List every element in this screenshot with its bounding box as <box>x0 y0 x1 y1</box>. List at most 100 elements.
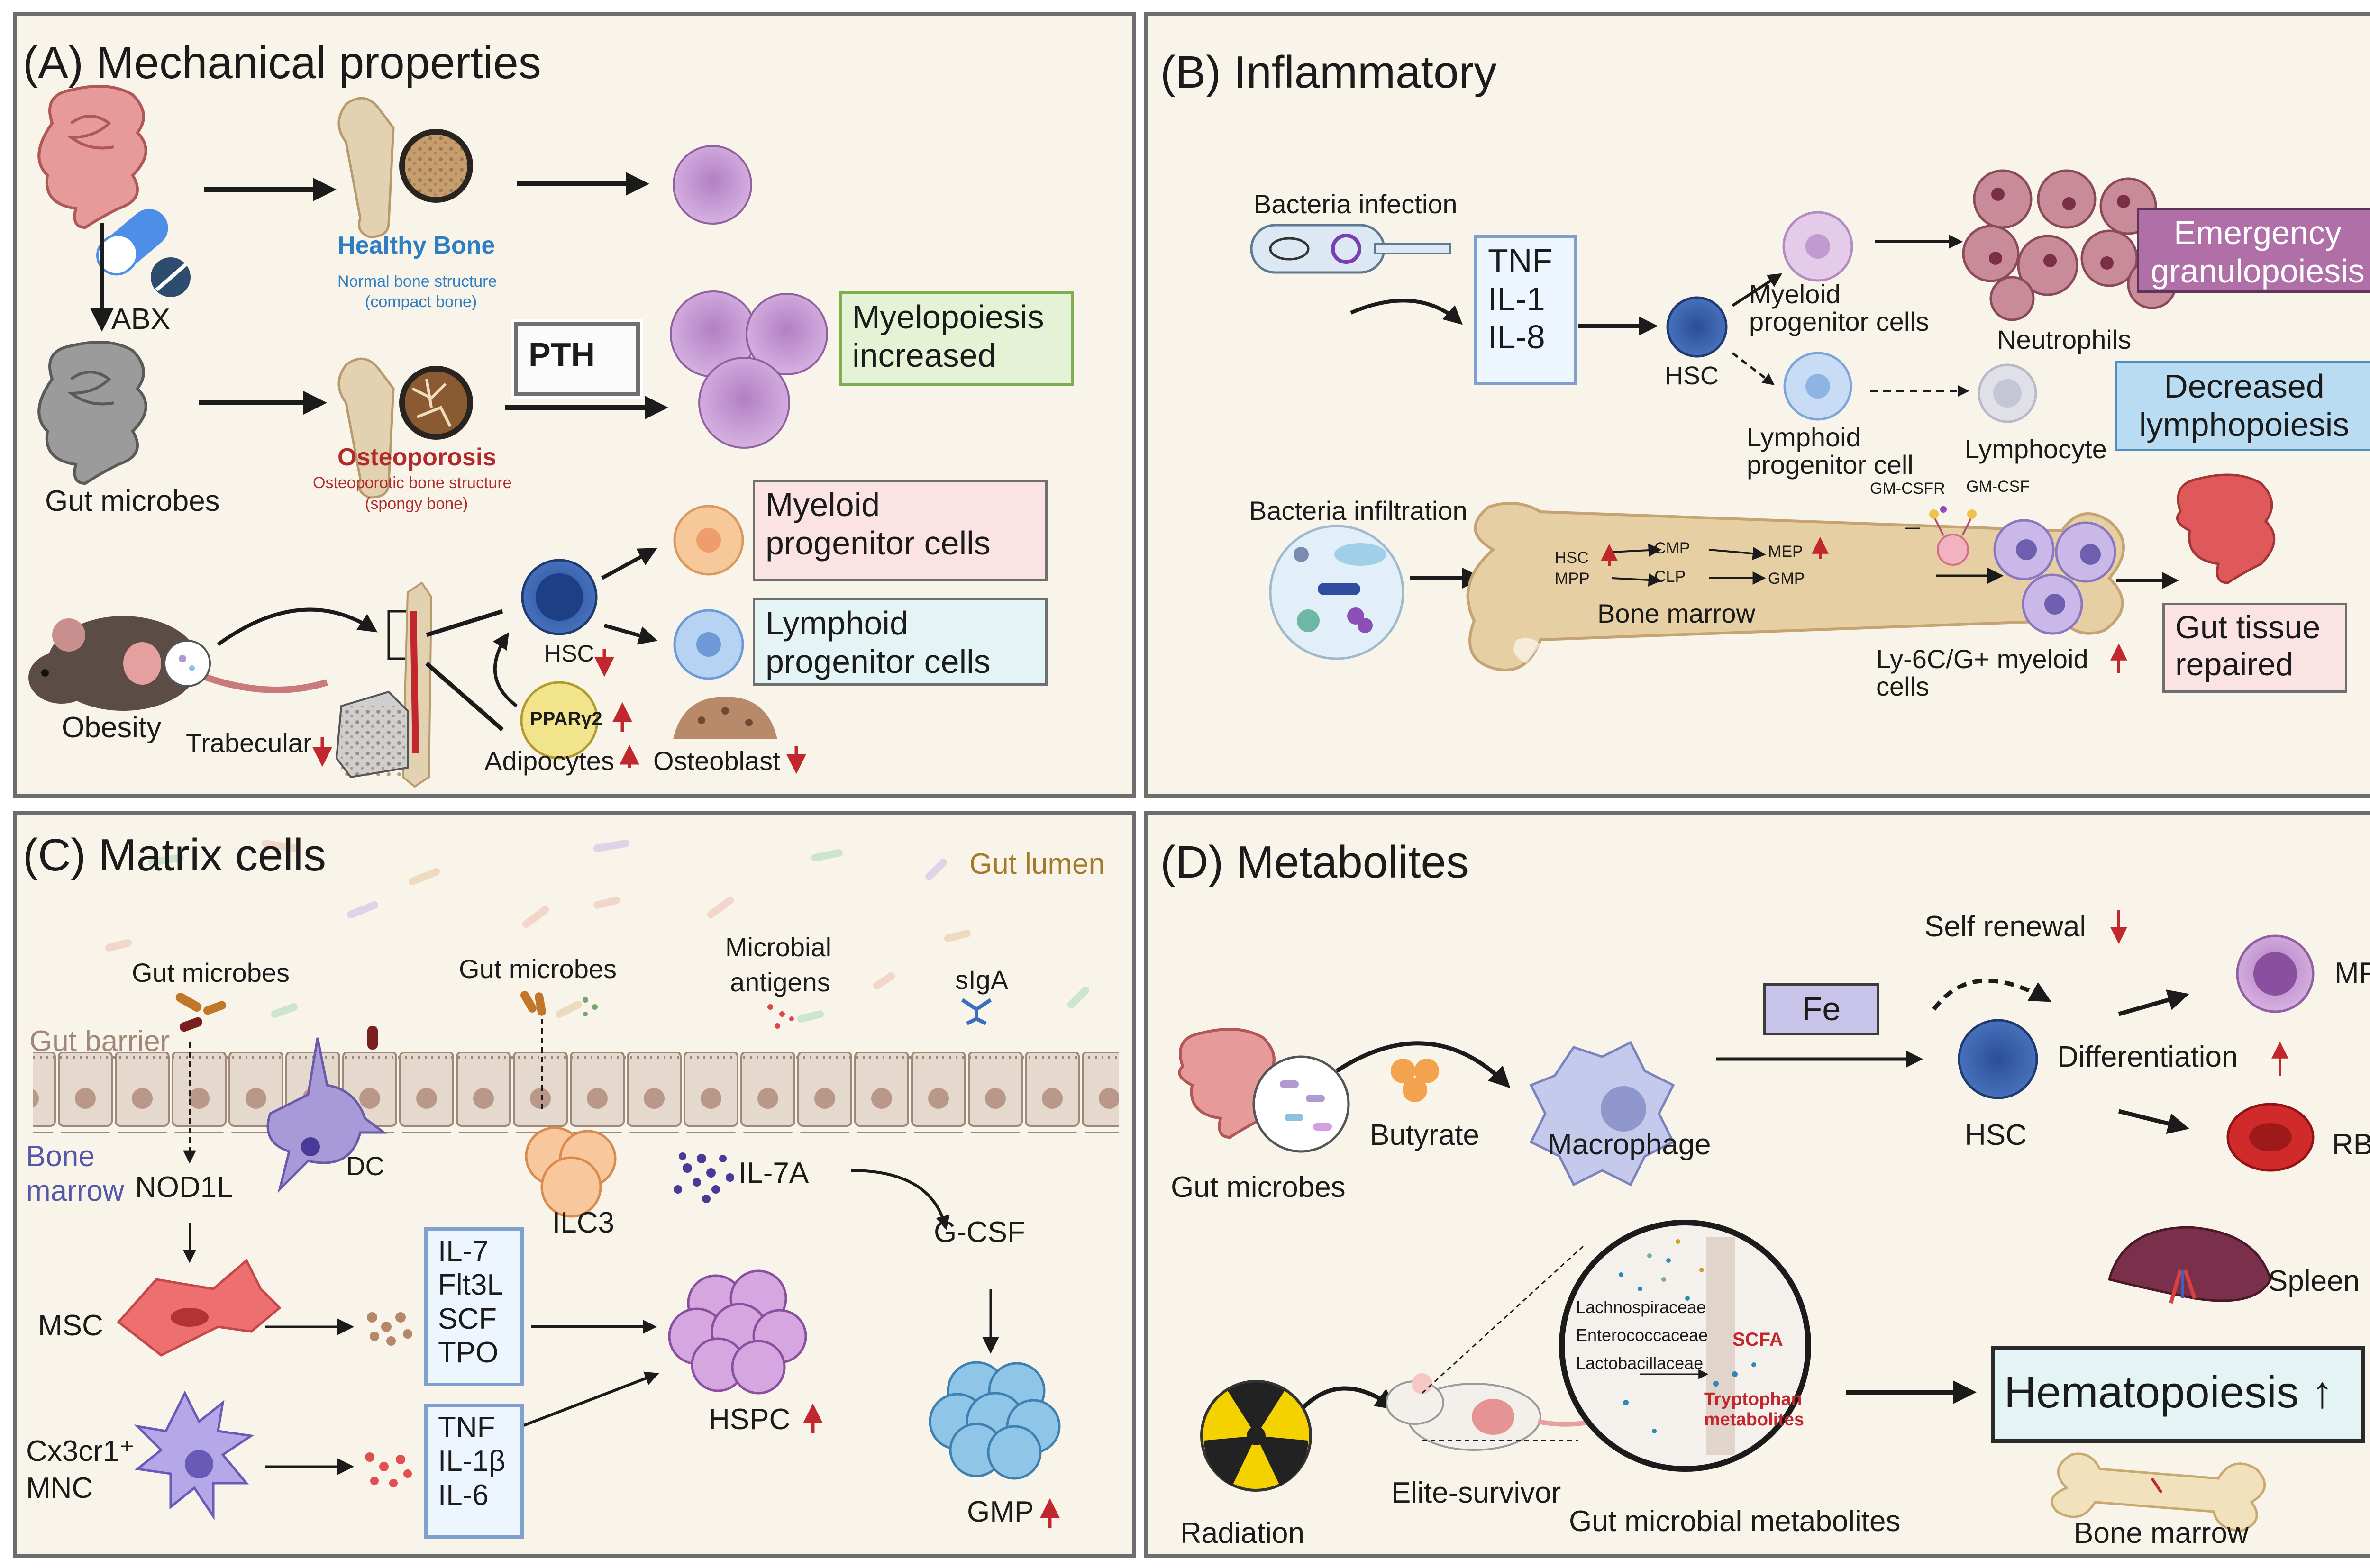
myelopoiesis-line-2: increased <box>852 336 996 374</box>
fe-box: Fe <box>1763 983 1879 1035</box>
hspc-icon <box>668 1269 807 1395</box>
osteoblast-label: Osteoblast <box>653 746 780 776</box>
gut-grey-icon <box>37 341 147 485</box>
healthy-bone-desc-1: Normal bone structure <box>337 272 497 290</box>
mouse-d-icon <box>1386 1373 1634 1451</box>
microbial-antigens-line-2: antigens <box>730 967 830 997</box>
trabecular-label: Trabecular <box>186 728 312 758</box>
hsc-d-icon <box>1958 1019 2038 1099</box>
rbc-label: RBC <box>2332 1128 2370 1161</box>
bone-marrow-d-label: Bone marrow <box>2074 1517 2249 1550</box>
gut-barrier-label: Gut barrier <box>29 1025 170 1058</box>
decreased-line-2: lymphopoiesis <box>2139 406 2350 443</box>
dc-icon <box>266 1037 388 1194</box>
marrow-hsc-label: HSC <box>1555 549 1589 567</box>
lymphoid-progenitor-b-line-2: progenitor cell <box>1747 450 1914 480</box>
scfa-label: SCFA <box>1732 1329 1783 1350</box>
up-arrow-icon: ↑ <box>2311 1367 2334 1417</box>
marrow-mpp-label: MPP <box>1555 570 1590 588</box>
bacteria-lacto: Lactobacillaceae <box>1576 1353 1704 1373</box>
il7a-label: IL-7A <box>738 1157 809 1189</box>
adipocytes-label: Adipocytes <box>484 746 614 776</box>
radiation-label: Radiation <box>1180 1517 1304 1550</box>
bacteria-infiltration-label: Bacteria infiltration <box>1249 496 1468 526</box>
myelopoiesis-line-1: Myelopoiesis <box>852 299 1044 335</box>
butyrate-icon <box>1391 1059 1439 1102</box>
osteoporosis-bone-icon <box>337 357 473 499</box>
butyrate-label: Butyrate <box>1370 1119 1479 1151</box>
panel-c-title: (C) Matrix cells <box>23 830 326 880</box>
gmp-label: GMP <box>967 1495 1034 1528</box>
ly6c-line-1: Ly-6C/G+ myeloid <box>1876 644 2088 674</box>
lymphoid-progenitor-b-line-1: Lymphoid <box>1747 422 1861 452</box>
gut-lumen-label: Gut lumen <box>969 848 1105 880</box>
myeloid-progenitor-b-line-2: progenitor cells <box>1749 307 1929 336</box>
healthy-bone-label: Healthy Bone <box>337 232 495 259</box>
hsc-d-label: HSC <box>1965 1119 2027 1151</box>
cytokine-box: TNF IL-1 IL-8 <box>1474 235 1577 385</box>
hsc-a-label: HSC <box>544 640 594 667</box>
gm-csf-receptor-icon <box>1929 506 1977 566</box>
gcsf-label: G-CSF <box>934 1216 1025 1249</box>
osteoporosis-desc-2: (spongy bone) <box>365 495 468 513</box>
bacteria-infection-label: Bacteria infection <box>1254 189 1458 219</box>
siga-icon <box>961 998 992 1025</box>
gut-d-icon <box>1178 1028 1350 1153</box>
differentiation-label: Differentiation <box>2057 1041 2238 1073</box>
macrophage-icon <box>1529 1041 1675 1187</box>
decreased-line-1: Decreased <box>2164 368 2324 405</box>
cx3cr1-line-1: Cx3cr1⁺ <box>26 1435 135 1468</box>
gut-microbes-c2-label: Gut microbes <box>459 954 617 984</box>
factor-flt3l: Flt3L <box>438 1269 503 1302</box>
myeloid-cell-icon <box>673 145 752 225</box>
gut-tissue-line-2: repaired <box>2175 646 2294 683</box>
gm-csfr-label: GM-CSFR <box>1870 480 1945 498</box>
hematopoiesis-label: Hematopoiesis <box>2004 1367 2299 1417</box>
macrophage-label: Macrophage <box>1548 1128 1711 1161</box>
decreased-lymphopoiesis-box: Decreased lymphopoiesis <box>2115 361 2370 451</box>
myeloid-progenitor-b-line-1: Myeloid <box>1749 279 1841 309</box>
trabecular-bone-icon <box>335 690 409 779</box>
elite-survivor-label: Elite-survivor <box>1391 1477 1561 1509</box>
healthy-bone-desc-2: (compact bone) <box>365 293 477 311</box>
bone-marrow-d-icon <box>2051 1452 2266 1532</box>
dc-label: DC <box>346 1151 384 1181</box>
tryptophan-line-2: metabolites <box>1704 1410 1805 1430</box>
gut-pink-icon <box>37 85 147 229</box>
ly6c-line-2: cells <box>1876 671 1930 701</box>
marrow-cmp-label: CMP <box>1654 539 1690 557</box>
ilc3-label: ILC3 <box>552 1206 614 1239</box>
factor-il7: IL-7 <box>438 1235 489 1268</box>
factor-dots-2-icon <box>365 1452 412 1487</box>
radiation-icon <box>1200 1380 1312 1492</box>
gut-microbes-c-icon <box>175 991 546 1050</box>
bacteria-tube-icon <box>1250 224 1451 274</box>
osteoporosis-desc-1: Osteoporotic bone structure <box>313 474 512 492</box>
panel-b-title: (B) Inflammatory <box>1160 47 1497 98</box>
hematopoiesis-box: Hematopoiesis ↑ <box>1991 1346 2365 1443</box>
marrow-clp-label: CLP <box>1654 568 1686 586</box>
hsc-b-label: HSC <box>1665 362 1719 390</box>
lymphoid-progenitor-box: Lymphoid progenitor cells <box>753 598 1048 686</box>
factor-scf: SCF <box>438 1302 497 1335</box>
pth-box: PTH <box>511 319 643 399</box>
ppar-label: PPARγ2 <box>530 708 602 729</box>
self-renewal-label: Self renewal <box>1924 910 2087 943</box>
gut-microbial-metabolites-icon <box>1559 1220 1811 1472</box>
adipocyte-icon <box>520 681 599 760</box>
il7a-dots-icon <box>674 1152 734 1203</box>
spleen-label: Spleen <box>2268 1265 2360 1297</box>
gm-csf-label: GM-CSF <box>1966 478 2030 496</box>
gut-epithelium-icon <box>33 1052 1119 1133</box>
factors-1-box: IL-7 Flt3L SCF TPO <box>424 1227 524 1386</box>
myelopoiesis-box: Myelopoiesis increased <box>839 291 1074 386</box>
gut-microbes-c1-label: Gut microbes <box>132 958 290 988</box>
factor-il1b: IL-1β <box>438 1445 506 1478</box>
gmp-icon <box>929 1361 1061 1480</box>
bacteria-infiltration-icon <box>1269 525 1404 660</box>
gut-tissue-box: Gut tissue repaired <box>2162 603 2347 693</box>
bone-marrow-c-line-1: Bone <box>26 1140 95 1173</box>
bone-marrow-b-label: Bone marrow <box>1597 598 1756 628</box>
pill-icon <box>96 209 191 297</box>
